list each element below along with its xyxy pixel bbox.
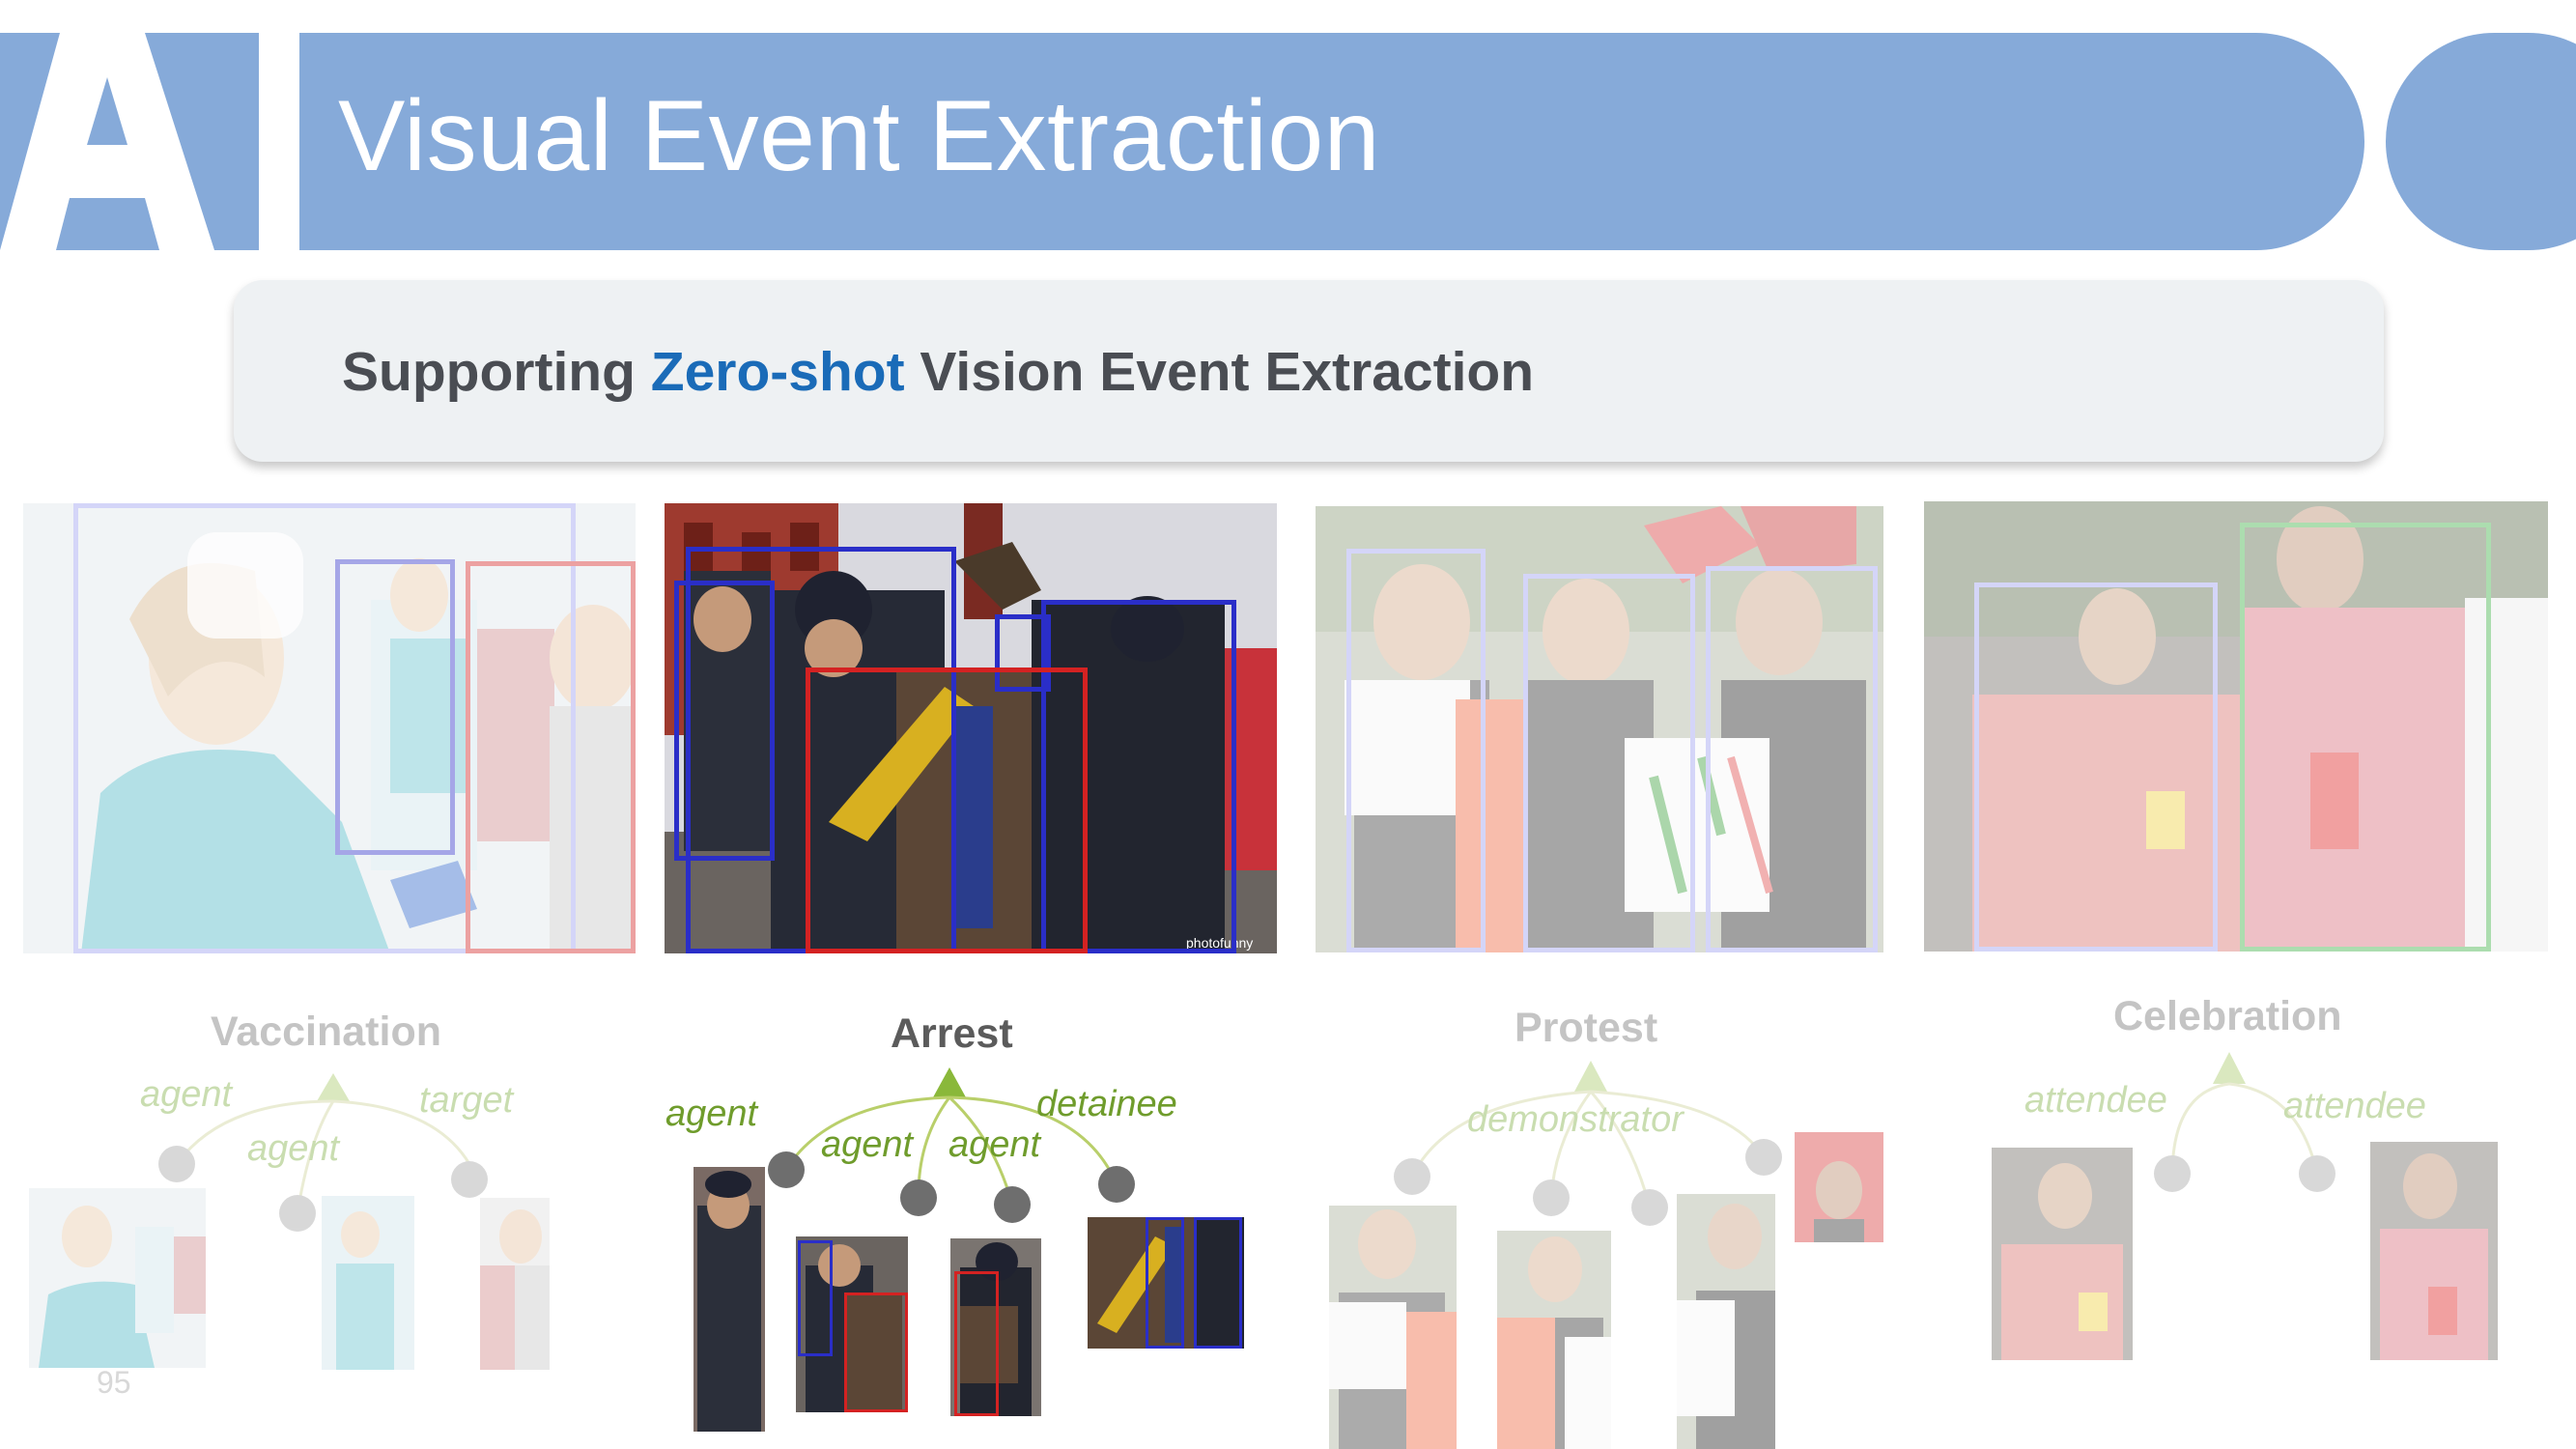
crop-protest-4	[1795, 1132, 1883, 1242]
header-banner-end	[2386, 33, 2576, 250]
event-graphs	[158, 1052, 2335, 1232]
callout-prefix: Supporting	[342, 341, 651, 403]
role-node	[1098, 1166, 1135, 1203]
callout-box	[234, 280, 2384, 462]
role-node	[2154, 1155, 2191, 1192]
role-node	[994, 1186, 1031, 1223]
bbox-demonstrator-3	[1706, 566, 1878, 952]
crop-arrest-agent-2	[796, 1236, 908, 1412]
page-number: 95	[97, 1365, 131, 1400]
role-node	[158, 1146, 195, 1182]
event-node	[933, 1067, 966, 1097]
crop-bbox	[954, 1271, 999, 1416]
crop-arrest-agent-3	[950, 1238, 1041, 1416]
callout-highlight: Zero-shot	[650, 341, 905, 403]
header-banner	[299, 33, 2364, 250]
crop-arrest-agent-1	[694, 1167, 765, 1432]
celebration-image	[1924, 501, 2548, 952]
bbox-attendee-2	[2240, 523, 2491, 952]
bbox-agent-4	[1041, 600, 1236, 953]
event-node	[2213, 1052, 2246, 1084]
role-node	[451, 1161, 488, 1198]
bbox-demonstrator-1	[1346, 549, 1486, 952]
role-label: agent	[948, 1124, 1041, 1165]
crop-bbox	[1146, 1217, 1184, 1349]
crop-bbox	[844, 1293, 908, 1412]
role-label: agent	[665, 1094, 758, 1134]
vaccination-image	[23, 503, 636, 953]
role-node	[1394, 1158, 1430, 1195]
role-node	[768, 1151, 805, 1188]
event-node	[317, 1073, 350, 1101]
bbox-agent-3	[995, 614, 1051, 692]
bbox-agent-1	[674, 581, 775, 861]
crop-protest-2	[1497, 1231, 1611, 1449]
crop-bbox	[798, 1240, 833, 1356]
protest-graph	[1394, 1061, 1782, 1226]
role-label: attendee	[2024, 1080, 2167, 1121]
role-label: agent	[821, 1124, 914, 1165]
crop-vaccination-target	[480, 1198, 550, 1370]
protest-image	[1316, 506, 1883, 952]
bbox-detainee	[806, 668, 1088, 953]
callout-suffix: Vision Event Extraction	[904, 341, 1535, 403]
role-label: detainee	[1036, 1084, 1177, 1124]
crop-protest-3	[1677, 1194, 1775, 1449]
vaccination-graph	[158, 1073, 488, 1232]
role-node	[1631, 1189, 1668, 1226]
crop-vaccination-agent-2	[322, 1196, 414, 1370]
role-node	[1745, 1139, 1782, 1176]
role-label: demonstrator	[1467, 1099, 1684, 1140]
arrest-graph	[768, 1067, 1135, 1223]
event-label-celebration: Celebration	[2113, 993, 2342, 1039]
role-node	[2299, 1155, 2335, 1192]
event-label-arrest: Arrest	[891, 1010, 1013, 1057]
role-label: agent	[140, 1074, 233, 1115]
callout-text: Supporting Zero-shot Vision Event Extrac…	[342, 340, 1534, 404]
event-label-vaccination: Vaccination	[211, 1009, 441, 1055]
role-label: agent	[247, 1128, 340, 1169]
ai-logo	[0, 33, 348, 250]
bbox-attendee-1	[1974, 582, 2218, 952]
event-node	[1574, 1061, 1607, 1092]
crop-bbox	[1194, 1217, 1242, 1349]
role-node	[279, 1195, 316, 1232]
role-label: target	[419, 1080, 514, 1121]
page-title: Visual Event Extraction	[338, 80, 1381, 192]
bbox-target	[466, 561, 636, 953]
crop-protest-1	[1329, 1206, 1457, 1449]
crop-celebration-attendee-2	[2370, 1142, 2498, 1360]
crop-vaccination-agent-1	[29, 1188, 206, 1368]
bbox-agent-2	[335, 559, 455, 855]
role-node	[1533, 1179, 1570, 1216]
crop-celebration-attendee-1	[1992, 1148, 2133, 1360]
role-label: attendee	[2283, 1086, 2426, 1126]
bbox-demonstrator-2	[1523, 574, 1695, 952]
bbox-agent-1	[73, 503, 576, 953]
role-node	[900, 1179, 937, 1216]
arrest-image: photofunny	[665, 503, 1277, 953]
event-label-protest: Protest	[1514, 1005, 1658, 1051]
celebration-graph	[2154, 1052, 2335, 1192]
crop-arrest-detainee	[1088, 1217, 1244, 1349]
